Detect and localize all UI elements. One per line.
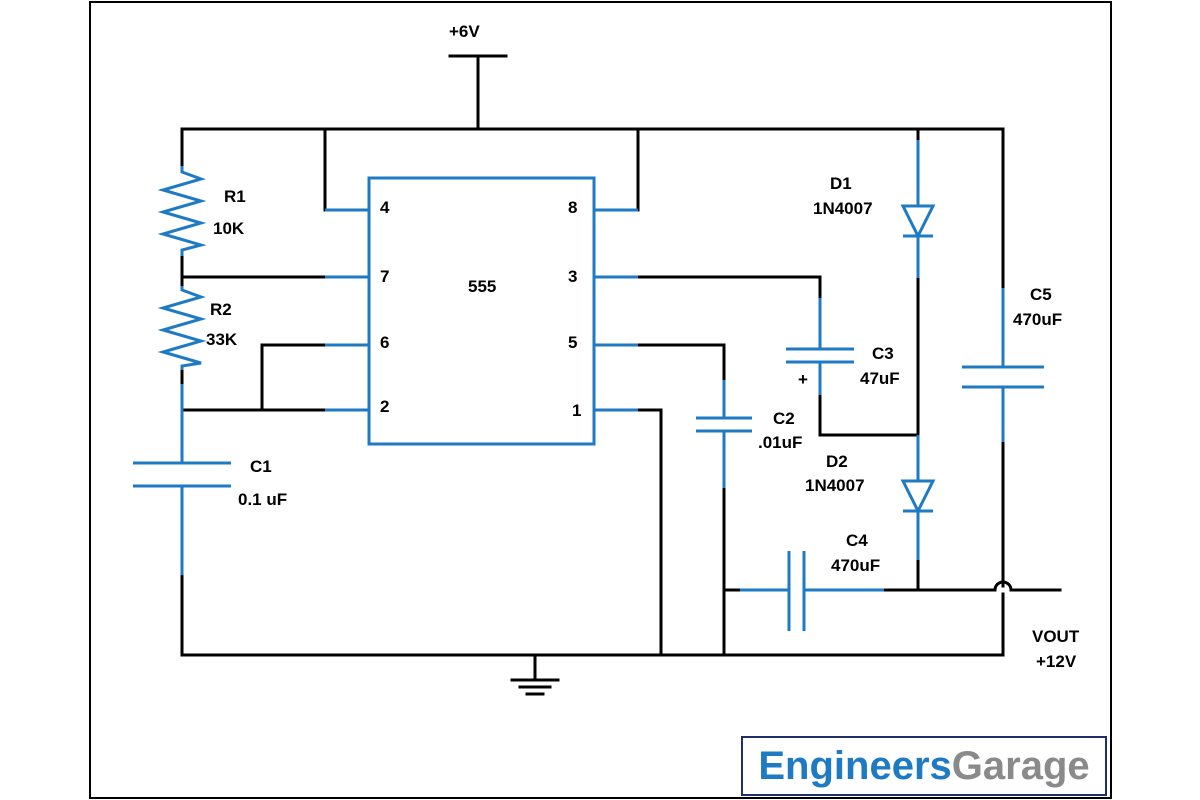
c4-value: 470uF (831, 556, 880, 575)
pin-6-label: 6 (380, 333, 389, 352)
capacitor-c3 (786, 298, 854, 395)
c3-name: C3 (872, 344, 894, 363)
ic-label: 555 (468, 277, 496, 296)
r2-value: 33K (206, 330, 238, 349)
resistor-r2 (157, 286, 207, 370)
pin-3-label: 3 (568, 267, 577, 286)
diode-d1 (900, 140, 936, 278)
ground-symbol (510, 653, 560, 696)
pin-8-label: 8 (568, 198, 577, 217)
c1-name: C1 (250, 457, 272, 476)
supply-terminal (448, 54, 508, 131)
pin-4-label: 4 (380, 198, 390, 217)
logo-text-engineers: Engineers (758, 743, 952, 788)
c5-name: C5 (1030, 285, 1052, 304)
supply-label: +6V (449, 22, 480, 41)
c4-name: C4 (846, 531, 868, 550)
capacitor-c4 (740, 551, 884, 631)
d1-value: 1N4007 (813, 199, 873, 218)
c2-name: C2 (773, 409, 795, 428)
r2-name: R2 (210, 300, 232, 319)
diode-d2 (900, 435, 936, 560)
diagram-border (89, 1, 1112, 799)
vout-name: VOUT (1032, 627, 1080, 646)
pin-2-label: 2 (380, 397, 389, 416)
logo-text-garage: Garage (951, 743, 1090, 788)
r1-name: R1 (224, 187, 246, 206)
ic-555 (325, 176, 638, 446)
d2-value: 1N4007 (805, 476, 865, 495)
c5-value: 470uF (1013, 310, 1062, 329)
vout-value: +12V (1036, 652, 1077, 671)
c3-value: 47uF (860, 369, 900, 388)
r1-value: 10K (213, 219, 245, 238)
c1-value: 0.1 uF (238, 490, 287, 509)
d1-name: D1 (830, 174, 852, 193)
pin-1-label: 1 (572, 401, 581, 420)
capacitor-c2 (696, 380, 752, 488)
wiring (180, 127, 1062, 657)
capacitor-c5 (962, 288, 1044, 442)
capacitor-c1 (133, 384, 231, 575)
pin-7-label: 7 (380, 267, 389, 286)
c3-polarity: + (798, 370, 808, 389)
d2-name: D2 (826, 452, 848, 471)
pin-5-label: 5 (568, 333, 577, 352)
c2-value: .01uF (758, 433, 802, 452)
resistor-r1 (157, 166, 207, 256)
